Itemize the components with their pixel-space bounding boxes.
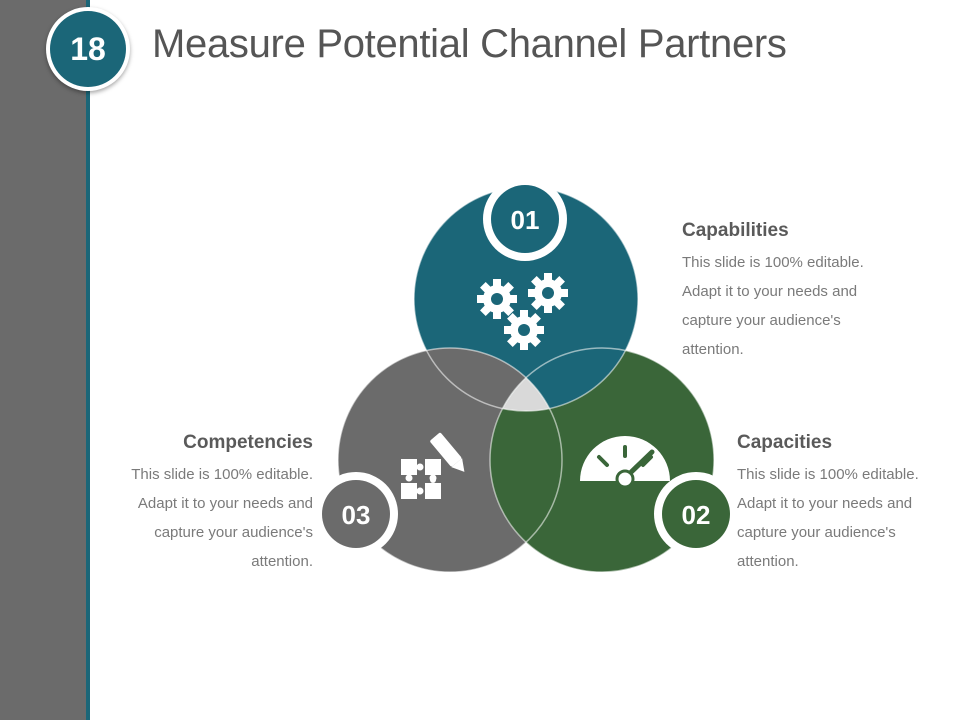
- badge-02-label: 02: [682, 500, 711, 530]
- badge-01: 01: [483, 177, 567, 261]
- sidebar-accent-line: [86, 0, 90, 720]
- sidebar-bar: [0, 0, 86, 720]
- overlap-center: [490, 348, 562, 411]
- slide-number: 18: [50, 11, 126, 87]
- badge-01-label: 01: [511, 205, 540, 235]
- heading-capacities: Capacities: [737, 432, 833, 453]
- badge-03-label: 03: [342, 500, 371, 530]
- heading-capabilities: Capabilities: [682, 220, 789, 241]
- body-capabilities: This slide is 100% editable. Adapt it to…: [682, 254, 864, 358]
- speedometer-icon: [580, 436, 670, 489]
- text-block-capabilities: Capabilities This slide is 100% editable…: [682, 220, 902, 364]
- heading-competencies: Competencies: [183, 432, 313, 453]
- badge-02: 02: [654, 472, 738, 556]
- text-block-capacities: Capacities This slide is 100% editable. …: [737, 432, 957, 576]
- slide-number-badge: 18: [46, 7, 130, 91]
- body-competencies: This slide is 100% editable. Adapt it to…: [131, 466, 313, 570]
- badge-03: 03: [314, 472, 398, 556]
- page-title: Measure Potential Channel Partners: [152, 22, 787, 66]
- text-block-competencies: Competencies This slide is 100% editable…: [93, 432, 313, 576]
- puzzle-pen-icon: [401, 432, 465, 499]
- body-capacities: This slide is 100% editable. Adapt it to…: [737, 466, 919, 570]
